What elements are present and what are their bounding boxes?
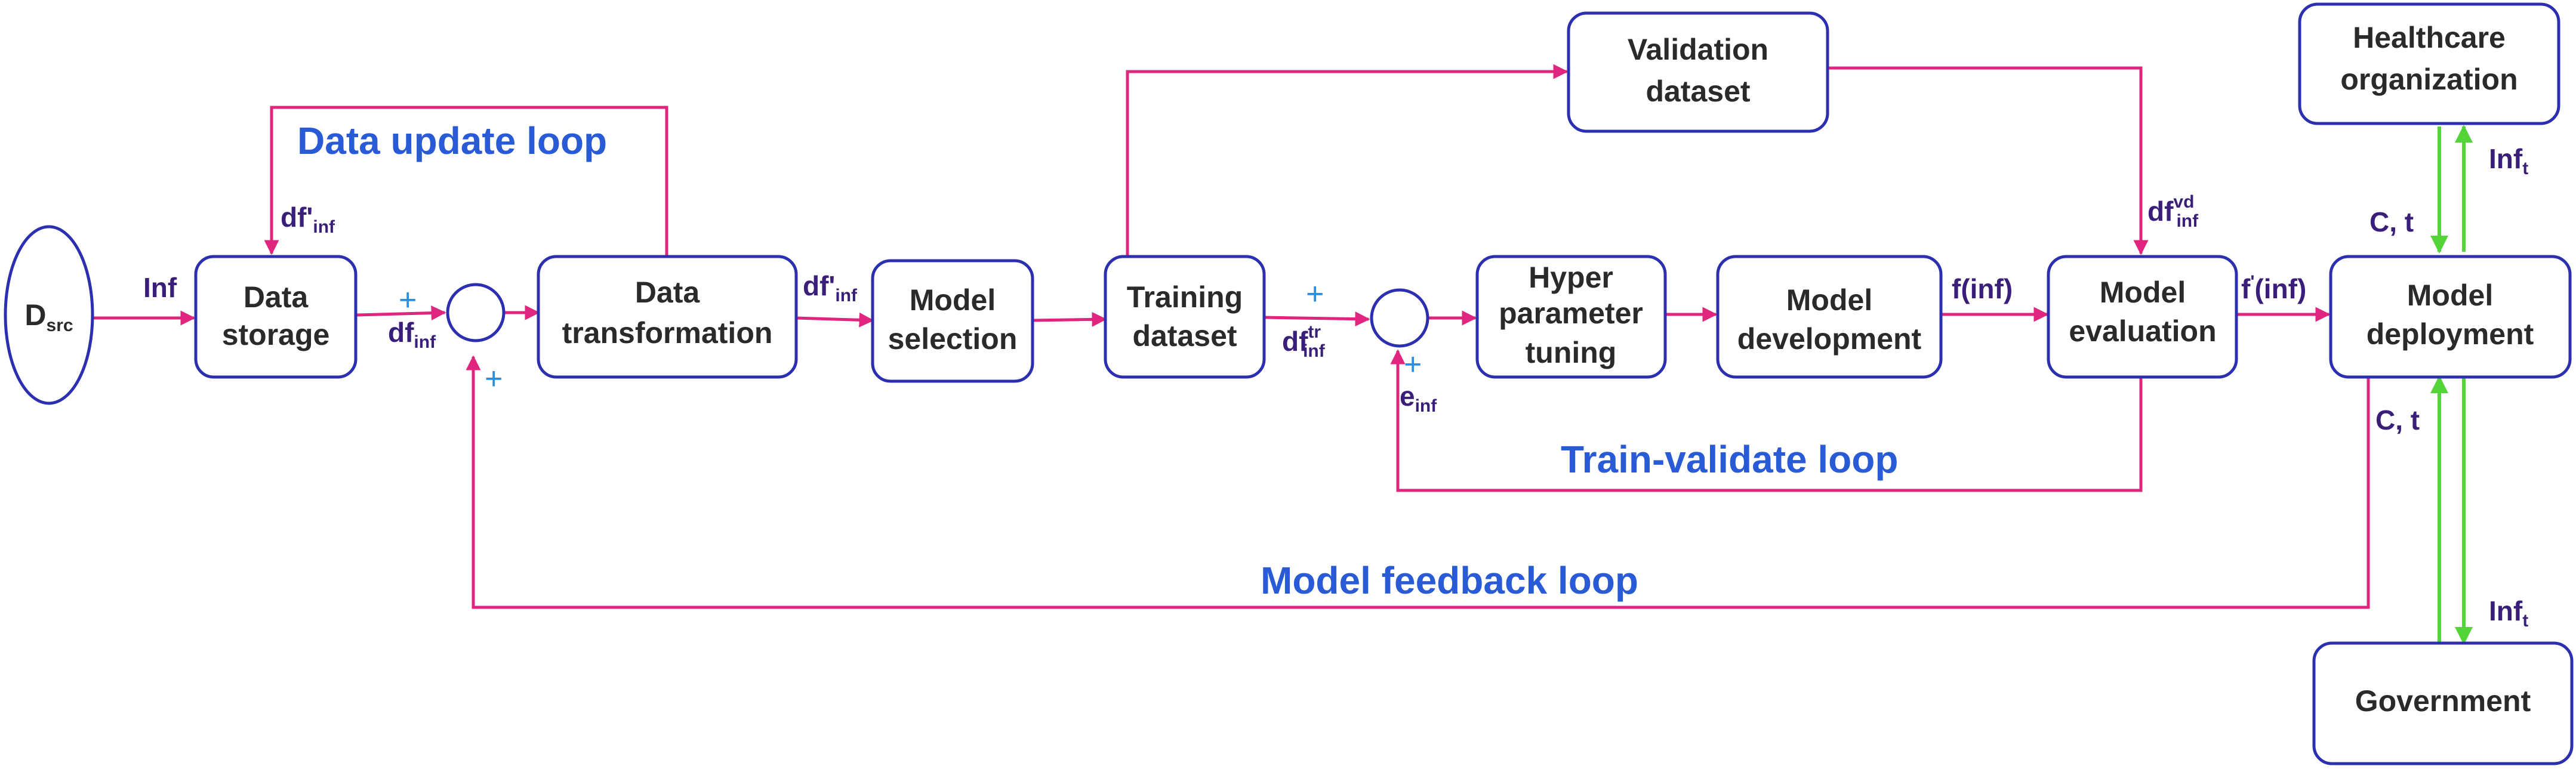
arrow-validation-to-evaluation: [1828, 66, 2149, 255]
label-c-t-top: C, t: [2369, 206, 2414, 237]
label-df-prime-inf-storage: df'inf: [281, 202, 335, 237]
loop-title-train-validate: Train-validate loop: [1561, 438, 1898, 481]
plus-sign-junction2-feedback: +: [1404, 347, 1422, 382]
label-df-inf: dfinf: [388, 317, 436, 352]
label-e-inf: einf: [1400, 381, 1437, 416]
loop-title-data-update: Data update loop: [297, 119, 607, 162]
node-dsrc: Dsrc: [4, 225, 94, 405]
flow-connectors: [93, 64, 2370, 609]
label-f-prime-inf: f'(inf): [2241, 272, 2306, 304]
arrow-storage-to-sum1: [356, 305, 446, 321]
label-inf-t-top: Inft: [2489, 143, 2528, 178]
label-f-inf: f(inf): [1952, 273, 2013, 304]
summing-junction-1: [446, 283, 506, 342]
plus-sign-junction1-feedback: +: [485, 362, 503, 396]
arrow-training-to-validation: [1126, 64, 1569, 257]
label-df-prime-inf-selection: df'inf: [803, 270, 858, 305]
label-inf: Inf: [143, 272, 177, 303]
plus-sign-junction2-input: +: [1306, 277, 1324, 311]
label-inf-t-bottom: Inft: [2489, 595, 2528, 631]
model-feedback-loop-line: [466, 355, 2370, 609]
loop-title-model-feedback: Model feedback loop: [1261, 559, 1638, 602]
summing-junction-2: [1370, 288, 1429, 348]
train-validate-loop-line: [1390, 349, 2143, 492]
arrow-training-to-sum2: [1264, 311, 1370, 327]
svg-text:Dsrc: Dsrc: [24, 298, 73, 335]
label-c-t-bottom: C, t: [2375, 404, 2420, 436]
node-government: Government: [2312, 641, 2574, 765]
external-connectors: [2430, 125, 2473, 645]
plus-sign-junction1-input: +: [399, 283, 417, 317]
svg-text:Government: Government: [2355, 684, 2531, 718]
data-update-loop-line: [264, 106, 668, 257]
arrow-transformation-to-selection: [796, 312, 874, 328]
arrow-selection-to-training: [1032, 311, 1107, 327]
